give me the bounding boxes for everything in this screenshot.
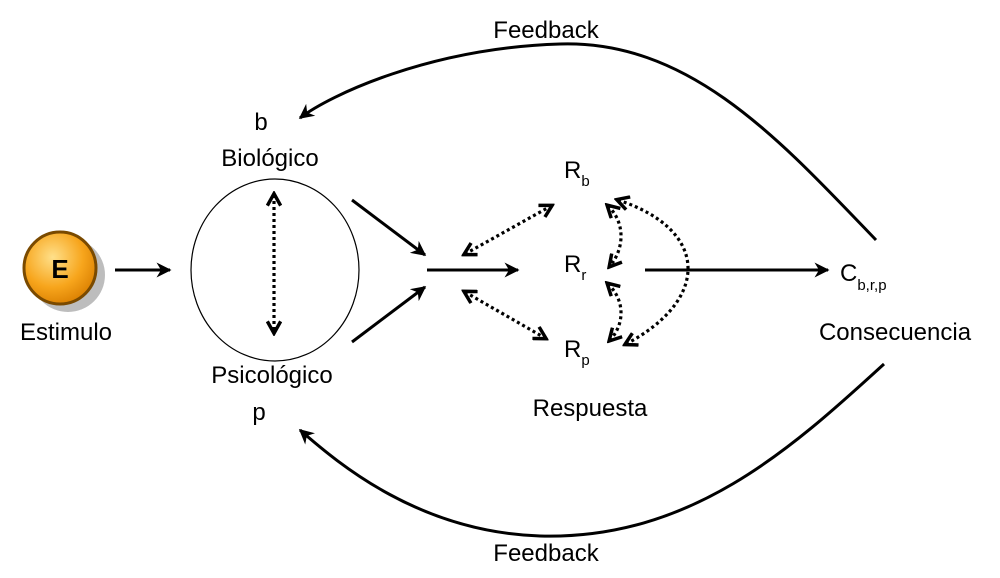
dotted-curve-rb-rp <box>618 200 690 344</box>
response-rb: Rb <box>564 157 590 190</box>
dotted-curve-rr-rp <box>608 284 621 340</box>
response-rp: Rp <box>564 336 590 369</box>
psy-to-response-arrow <box>351 285 427 344</box>
stimulus-node: E <box>22 230 105 312</box>
feedback-top-arrow <box>298 42 878 242</box>
bio-symbol: b <box>254 109 267 136</box>
response-label: Respuesta <box>533 395 648 422</box>
stimulus-letter: E <box>51 254 68 284</box>
stimulus-circle <box>22 230 98 306</box>
psy-label: Psicológico <box>211 362 332 389</box>
feedback-top-label: Feedback <box>493 17 599 44</box>
consequence-symbol: Cb,r,p <box>840 260 887 294</box>
psy-symbol: p <box>252 399 265 426</box>
feedback-bottom-arrow <box>298 362 886 538</box>
dotted-arrow-rb <box>465 206 551 254</box>
response-rr: Rr <box>564 251 586 284</box>
consequence-label: Consecuencia <box>819 319 972 346</box>
bio-label: Biológico <box>221 145 318 172</box>
stimulus-label: Estimulo <box>20 319 112 346</box>
bio-to-response-arrow <box>351 198 427 257</box>
dotted-curve-rb-rr <box>608 206 621 266</box>
dotted-arrow-rp <box>465 292 545 338</box>
feedback-bottom-label: Feedback <box>493 540 599 567</box>
